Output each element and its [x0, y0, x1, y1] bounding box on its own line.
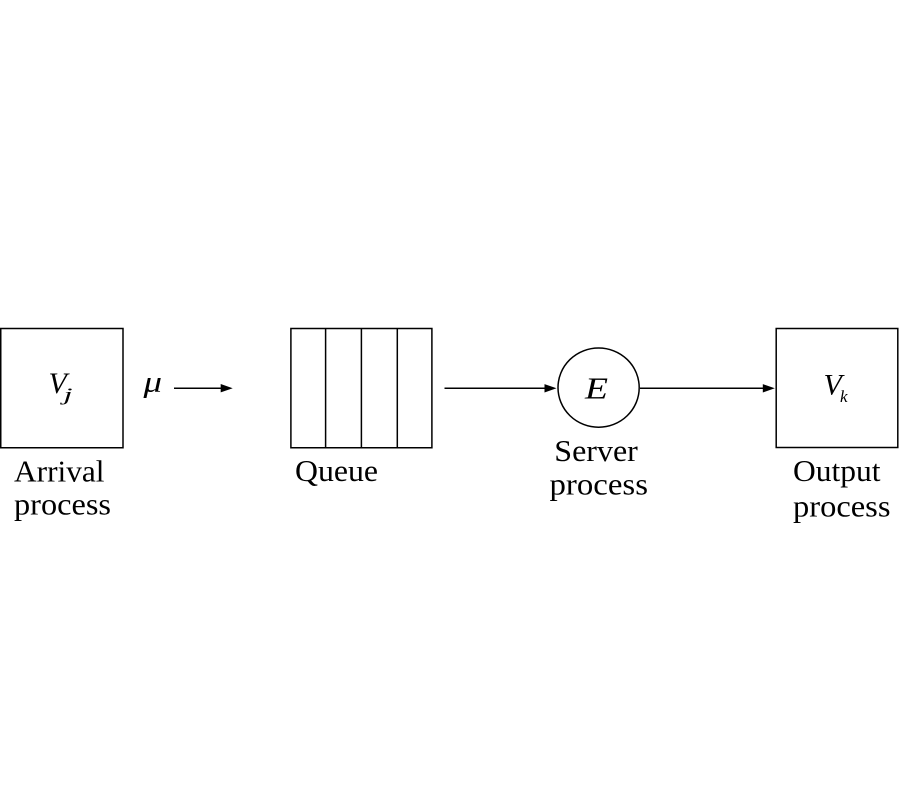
- svg-text:Queue: Queue: [295, 453, 378, 488]
- svg-text:Arrival: Arrival: [14, 454, 105, 489]
- svg-text:V: V: [49, 367, 71, 400]
- svg-text:process: process: [793, 488, 891, 523]
- svg-text:process: process: [14, 487, 111, 522]
- svg-text:Server: Server: [554, 433, 638, 468]
- svg-text:Output: Output: [793, 453, 881, 488]
- svg-text:μ: μ: [142, 366, 162, 399]
- svg-text:E: E: [584, 371, 608, 406]
- svg-text:k: k: [840, 387, 848, 406]
- svg-text:V: V: [824, 369, 846, 402]
- svg-text:process: process: [550, 467, 649, 502]
- svg-text:j: j: [60, 385, 73, 405]
